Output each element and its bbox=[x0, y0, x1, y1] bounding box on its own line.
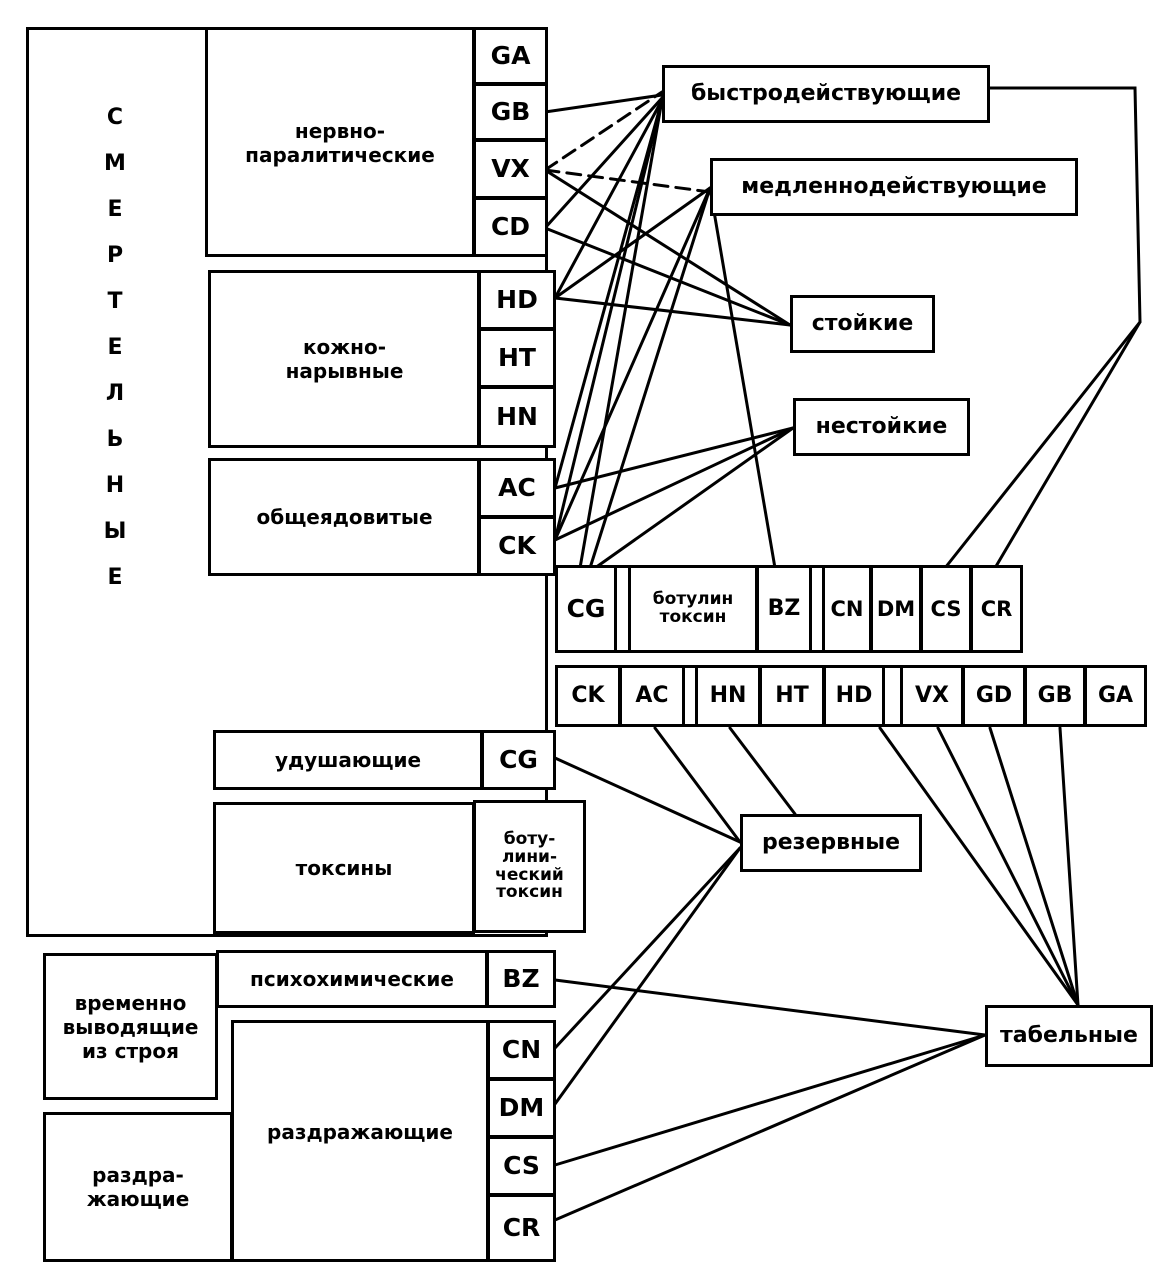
agent-HD: HD bbox=[478, 270, 556, 330]
irritating-side-label: раздра- жающие bbox=[86, 1163, 190, 1211]
row2-HD: HD bbox=[823, 665, 885, 727]
agent-GB: GB bbox=[473, 83, 548, 141]
row2-GD: GD bbox=[962, 665, 1026, 727]
agent-CS: CS bbox=[487, 1136, 556, 1196]
row2-GB: GB bbox=[1024, 665, 1086, 727]
row2-CK: CK bbox=[555, 665, 621, 727]
blister-group-label: кожно- нарывные bbox=[285, 335, 404, 383]
agent-AC: AC bbox=[478, 458, 556, 518]
row1-CN: CN bbox=[822, 565, 872, 653]
agent-HT: HT bbox=[478, 328, 556, 388]
agent-DM: DM bbox=[487, 1078, 556, 1138]
agent-CD: CD bbox=[473, 197, 548, 257]
toxins-group-label: токсины bbox=[295, 856, 393, 880]
row1-botulinum: ботулин токсин bbox=[628, 565, 758, 653]
agent-botulinum-toxin: боту- лини- ческий токсин bbox=[473, 800, 586, 933]
category-nonpersistent: нестойкие bbox=[793, 398, 970, 456]
row1-CR: CR bbox=[970, 565, 1023, 653]
row1-CG: CG bbox=[555, 565, 617, 653]
category-persistent: стойкие bbox=[790, 295, 935, 353]
blood-group-label: общеядовитые bbox=[256, 505, 433, 529]
temporary-group-box bbox=[43, 953, 218, 1100]
agent-VX: VX bbox=[473, 139, 548, 199]
irritant-group-label: раздражающие bbox=[267, 1120, 453, 1144]
row1-BZ: BZ bbox=[756, 565, 812, 653]
row2-HN: HN bbox=[695, 665, 761, 727]
agent-CN: CN bbox=[487, 1020, 556, 1080]
category-fast-acting: быстродействующие bbox=[662, 65, 990, 123]
row1-CS: CS bbox=[920, 565, 972, 653]
agent-GA: GA bbox=[473, 27, 548, 85]
category-standard: табельные bbox=[985, 1005, 1153, 1067]
agent-HN: HN bbox=[478, 386, 556, 448]
choking-group-label: удушающие bbox=[274, 748, 422, 772]
row2-HT: HT bbox=[759, 665, 825, 727]
temporary-group-label: временно выводящие из строя bbox=[62, 990, 199, 1063]
psycho-group-label: психохимические bbox=[250, 967, 454, 991]
agent-CG: CG bbox=[481, 730, 556, 790]
category-slow-acting: медленнодействующие bbox=[710, 158, 1078, 216]
category-reserve: резервные bbox=[740, 814, 922, 872]
agent-BZ: BZ bbox=[486, 950, 556, 1008]
row2-AC: AC bbox=[619, 665, 685, 727]
row2-VX: VX bbox=[900, 665, 964, 727]
row2-GA: GA bbox=[1084, 665, 1147, 727]
agent-CK: CK bbox=[478, 516, 556, 576]
nerve-group-label: нервно- паралитические bbox=[245, 118, 435, 167]
row1-DM: DM bbox=[870, 565, 922, 653]
agent-CR: CR bbox=[487, 1194, 556, 1262]
